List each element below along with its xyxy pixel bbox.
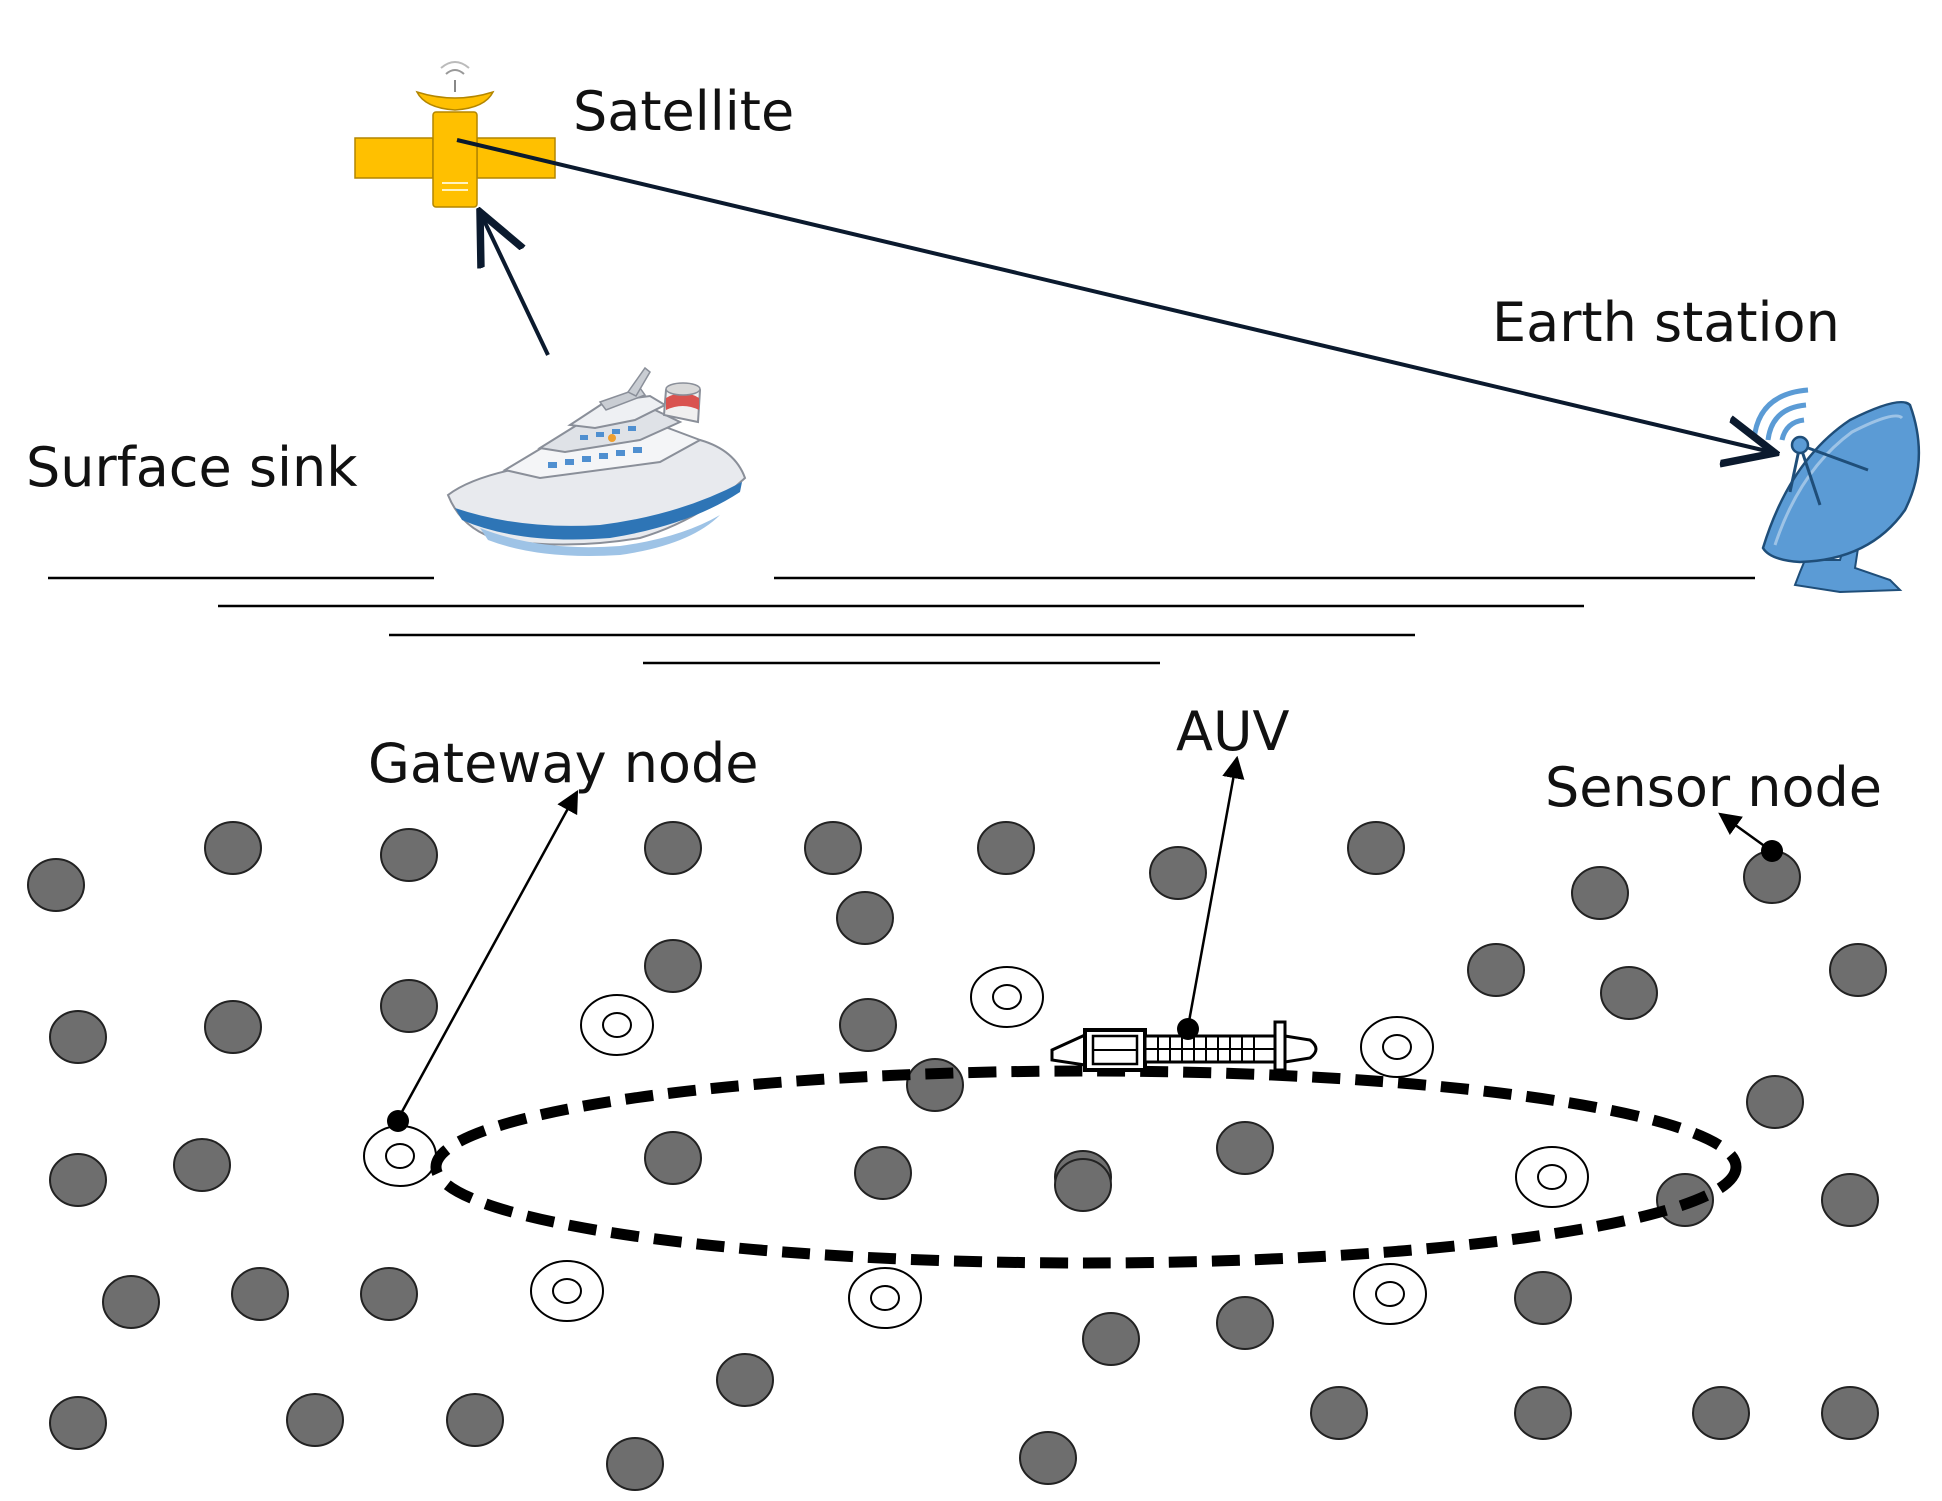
sensor-node [231, 1267, 289, 1321]
sensor-node [1149, 846, 1207, 900]
sensor-node [49, 1153, 107, 1207]
satellite-links [456, 138, 1775, 453]
sensor-node [836, 891, 894, 945]
sensor-node [27, 858, 85, 912]
auv-icon [1050, 1020, 1318, 1072]
sensor-node [204, 1000, 262, 1054]
sensor-node [1347, 821, 1405, 875]
gateway-node [1353, 1263, 1427, 1325]
gateway-node [363, 1125, 437, 1187]
sensor-node [1310, 1386, 1368, 1440]
label-surface-sink: Surface sink [26, 436, 358, 499]
sensor-node [173, 1138, 231, 1192]
sensor-node [839, 998, 897, 1052]
sensor-node [1514, 1386, 1572, 1440]
sensor-node [716, 1353, 774, 1407]
sensor-node [644, 939, 702, 993]
sensor-node [1082, 1312, 1140, 1366]
gateway-node [580, 994, 654, 1056]
sensor-node [1054, 1158, 1112, 1212]
sensor-node [644, 821, 702, 875]
sensor-node [49, 1010, 107, 1064]
gateway-node [1360, 1016, 1434, 1078]
sensor-node [1746, 1075, 1804, 1129]
sensor-node [1514, 1271, 1572, 1325]
sensor-node [1467, 943, 1525, 997]
ship-to-satellite-link [480, 212, 550, 356]
auv-pointer [1186, 755, 1245, 1028]
gateway-node [848, 1267, 922, 1329]
sensor-node [1019, 1431, 1077, 1485]
water-surface [48, 576, 1755, 665]
label-sensor-node: Sensor node [1545, 756, 1882, 819]
sensor-node [804, 821, 862, 875]
sensor-node [854, 1146, 912, 1200]
sensor-node [1821, 1173, 1879, 1227]
gateway-node [970, 966, 1044, 1028]
sensor-node [1692, 1386, 1750, 1440]
sensor-node [977, 821, 1035, 875]
sensor-node [1216, 1296, 1274, 1350]
sensor-node [644, 1131, 702, 1185]
ship-icon [446, 366, 747, 556]
sensor-node [1600, 966, 1658, 1020]
satellite-icon [354, 61, 556, 208]
sensor-node [1829, 943, 1887, 997]
auv-trajectory [430, 1065, 1742, 1269]
sensor-node [1216, 1121, 1274, 1175]
sensor-node [49, 1396, 107, 1450]
sensor-nodes [27, 821, 1887, 1491]
sensor-node [1571, 866, 1629, 920]
gateway-pointer [396, 790, 579, 1120]
sensor-pointer [1718, 812, 1771, 852]
sensor-node [286, 1393, 344, 1447]
sensor-node [102, 1275, 160, 1329]
sensor-node [906, 1058, 964, 1112]
satellite-dish-icon [1751, 387, 1921, 594]
gateway-nodes [363, 966, 1589, 1329]
label-auv: AUV [1176, 700, 1289, 763]
pointer-arrows [387, 755, 1783, 1132]
gateway-node [1515, 1146, 1589, 1208]
sensor-node [446, 1393, 504, 1447]
sensor-node [606, 1437, 664, 1491]
sensor-node [1821, 1386, 1879, 1440]
label-gateway-node: Gateway node [368, 732, 758, 795]
sensor-node [380, 979, 438, 1033]
sensor-node [204, 821, 262, 875]
sensor-node [360, 1267, 418, 1321]
gateway-node [530, 1260, 604, 1322]
label-satellite: Satellite [573, 80, 794, 143]
sensor-node [380, 828, 438, 882]
label-earth-station: Earth station [1492, 291, 1840, 354]
satellite-to-earth-station-link [456, 138, 1775, 453]
